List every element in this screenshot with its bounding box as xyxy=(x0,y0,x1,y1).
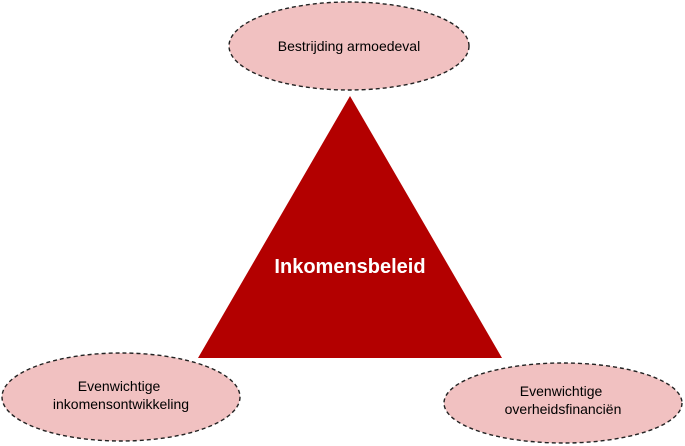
center-label: Inkomensbeleid xyxy=(274,256,425,278)
node-right-ellipse xyxy=(443,362,683,444)
node-right-label: Evenwichtige overheidsfinanciën xyxy=(505,383,622,417)
node-right: Evenwichtige overheidsfinanciën xyxy=(443,362,683,444)
node-top: Bestrijding armoedeval xyxy=(228,1,470,91)
node-left-line1: Evenwichtige xyxy=(78,378,161,394)
node-right-line2: overheidsfinanciën xyxy=(505,401,622,417)
node-top-label: Bestrijding armoedeval xyxy=(278,38,420,54)
node-top-ellipse xyxy=(228,1,470,91)
node-left: Evenwichtige inkomensontwikkeling xyxy=(1,352,241,442)
node-left-label: Evenwichtige inkomensontwikkeling xyxy=(53,378,189,412)
node-left-ellipse xyxy=(1,352,241,442)
node-right-line1: Evenwichtige xyxy=(520,383,603,399)
node-left-line2: inkomensontwikkeling xyxy=(53,396,189,412)
central-triangle xyxy=(198,96,502,358)
